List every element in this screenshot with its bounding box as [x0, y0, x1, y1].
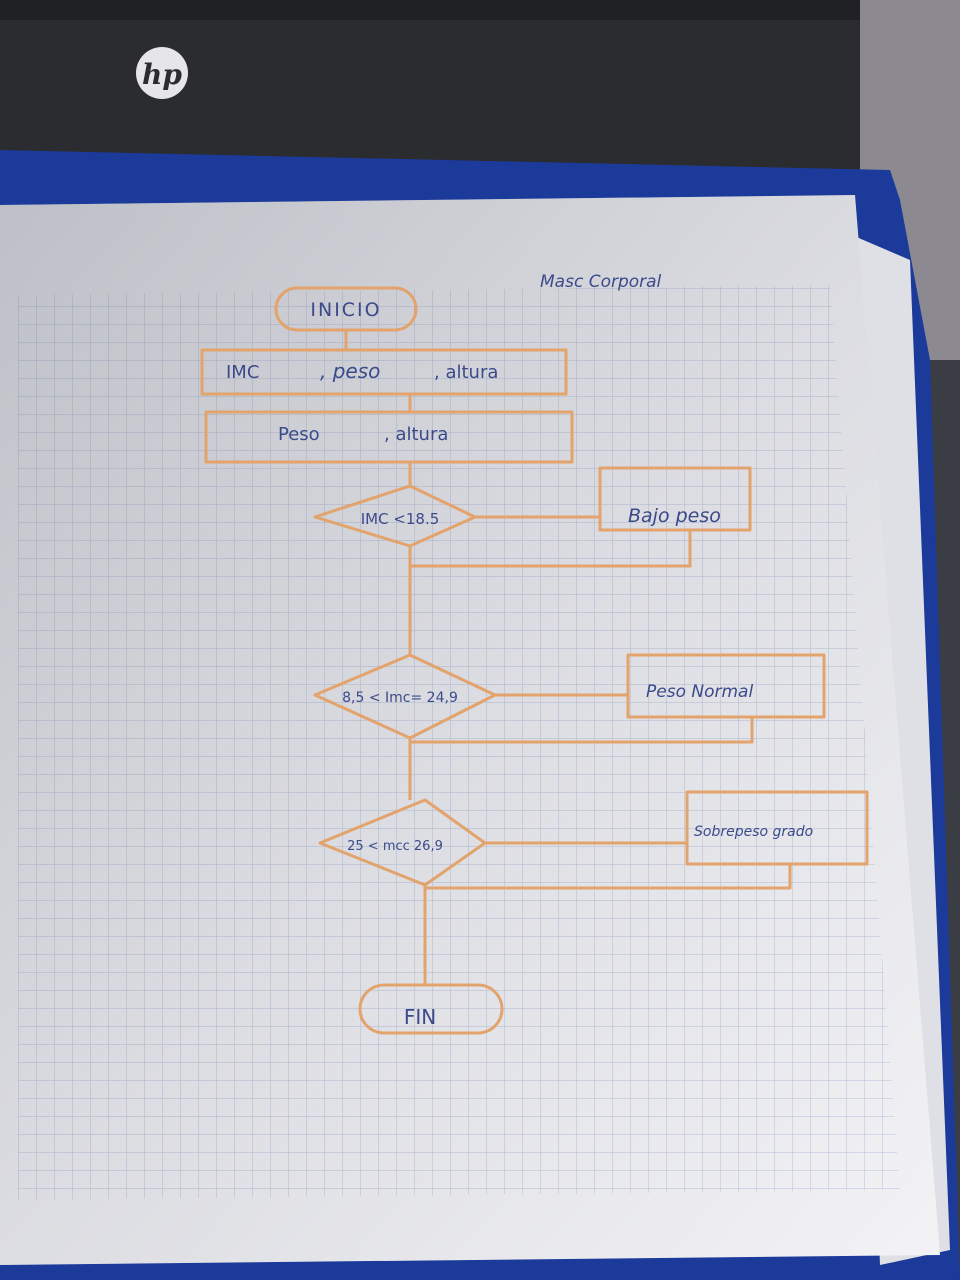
result-3-label: Sobrepeso grado [694, 824, 813, 840]
output-field-altura: , altura [434, 362, 498, 383]
return-branch-2 [410, 717, 754, 744]
end-terminator [358, 983, 504, 1035]
result-3-box [685, 790, 869, 866]
result-1-box [598, 466, 752, 532]
laptop-body [0, 0, 900, 175]
laptop-edge [0, 0, 900, 20]
svg-text:hp: hp [142, 58, 182, 91]
return-branch-3 [425, 864, 792, 890]
result-2-box [626, 653, 826, 719]
start-label: INICIO [310, 299, 381, 321]
hp-logo: hp [136, 47, 188, 99]
page-title: Masc Corporal [540, 272, 662, 292]
notebook-page [0, 195, 940, 1265]
input-box [204, 410, 574, 464]
result-1-label: Bajo peso [628, 505, 721, 527]
output-field-imc: IMC [226, 362, 259, 383]
decision-1-label: IMC <18.5 [361, 510, 440, 528]
decision-2-label: 8,5 < Imc= 24,9 [342, 690, 458, 706]
output-field-peso: , peso [320, 359, 380, 383]
input-field-peso: Peso [278, 424, 320, 445]
input-field-altura: , altura [384, 424, 448, 445]
end-label: FIN [404, 1005, 436, 1029]
decision-3-label: 25 < mcc 26,9 [347, 839, 443, 854]
flowchart [200, 286, 869, 1035]
result-2-label: Peso Normal [646, 682, 753, 702]
output-box [200, 348, 568, 396]
return-branch-1 [410, 530, 692, 568]
